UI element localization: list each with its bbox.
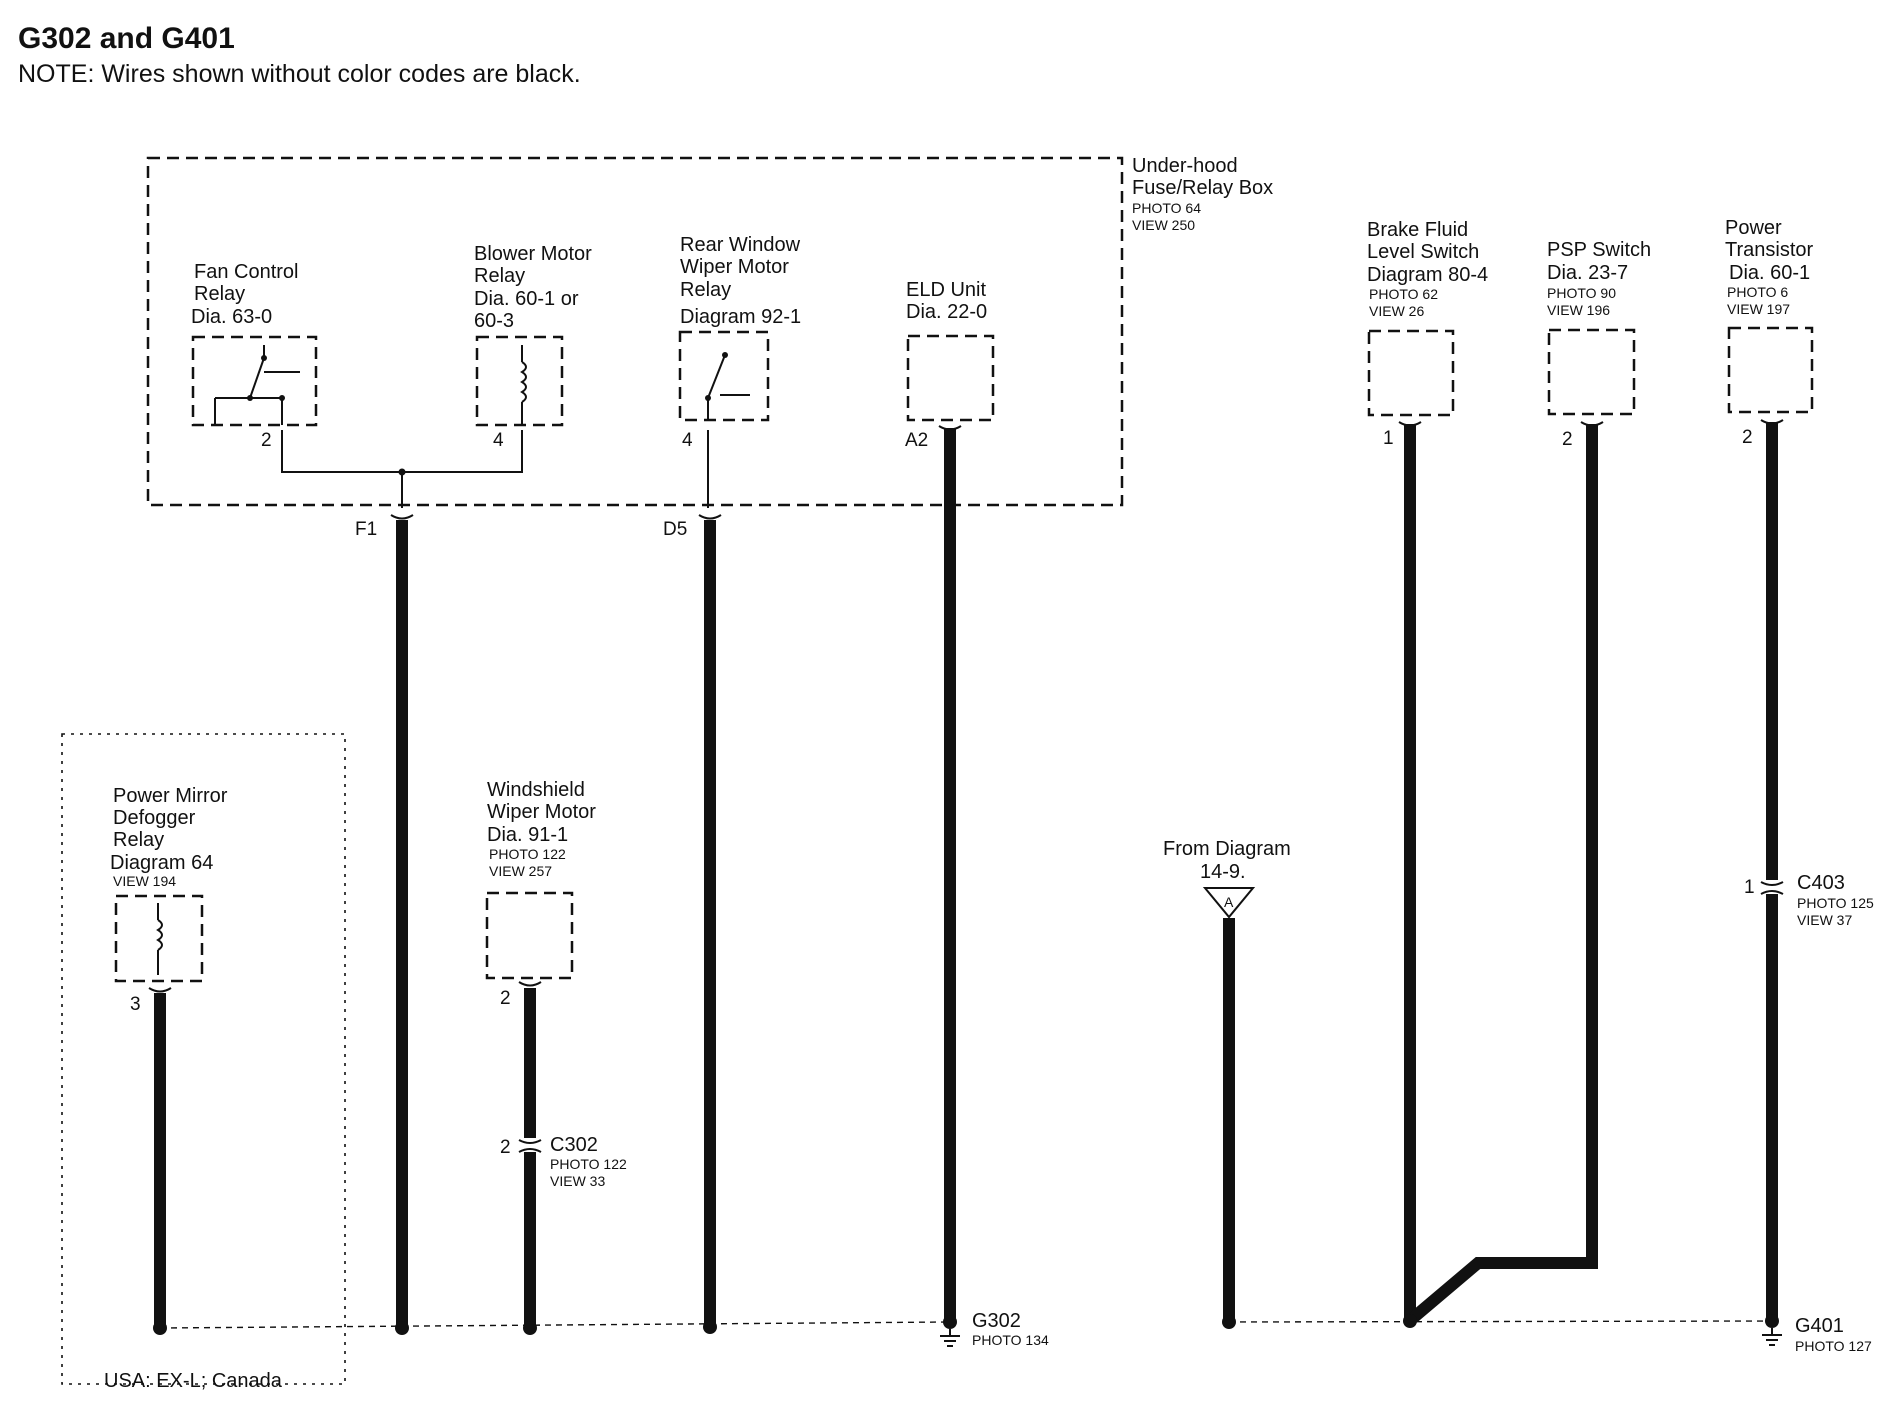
svg-text:Diagram 80-4: Diagram 80-4: [1367, 264, 1488, 286]
svg-text:VIEW 197: VIEW 197: [1727, 301, 1790, 317]
svg-text:2: 2: [500, 988, 511, 1009]
power-transistor: Power Transistor Dia. 60-1 PHOTO 6 VIEW …: [1725, 217, 1814, 448]
relay-switch-icon: [214, 345, 300, 425]
svg-text:PHOTO 122: PHOTO 122: [489, 846, 566, 862]
svg-text:60-3: 60-3: [474, 310, 514, 332]
svg-text:Dia. 60-1 or: Dia. 60-1 or: [474, 288, 579, 310]
svg-text:VIEW 257: VIEW 257: [489, 863, 552, 879]
svg-text:A: A: [1224, 894, 1234, 910]
svg-text:PHOTO 90: PHOTO 90: [1547, 285, 1616, 301]
splice-node: [398, 468, 406, 476]
page-title: G302 and G401: [18, 22, 235, 55]
svg-text:Fan Control: Fan Control: [194, 261, 299, 283]
fuse-box-outline: [146, 156, 1124, 507]
svg-text:Relay: Relay: [194, 283, 245, 305]
fuse-box-view: VIEW 250: [1132, 217, 1195, 233]
svg-text:Dia. 91-1: Dia. 91-1: [487, 824, 568, 846]
svg-text:PHOTO 122: PHOTO 122: [550, 1156, 627, 1172]
psp-switch: PSP Switch Dia. 23-7 PHOTO 90 VIEW 196 2: [1547, 239, 1651, 450]
blower-motor-relay: Blower Motor Relay Dia. 60-1 or 60-3 4: [474, 243, 592, 451]
ground-bus-g401: [1228, 1320, 1773, 1323]
svg-text:4: 4: [493, 430, 504, 451]
svg-text:3: 3: [130, 994, 141, 1015]
svg-text:PHOTO 6: PHOTO 6: [1727, 284, 1788, 300]
fuse-box-name-1: Under-hood: [1132, 155, 1238, 177]
ground-g302-photo: PHOTO 134: [972, 1332, 1049, 1348]
ground-g401-name: G401: [1795, 1315, 1844, 1337]
svg-text:2: 2: [1562, 429, 1573, 450]
ground-icon: [1762, 1328, 1782, 1346]
internal-wire-f1: [281, 430, 523, 473]
svg-text:1: 1: [1383, 428, 1394, 449]
connector-symbols: [148, 419, 1784, 993]
svg-text:VIEW 196: VIEW 196: [1547, 302, 1610, 318]
svg-text:Relay: Relay: [474, 265, 525, 287]
fuse-box-photo: PHOTO 64: [1132, 200, 1201, 216]
svg-text:Blower Motor: Blower Motor: [474, 243, 592, 265]
svg-text:C302: C302: [550, 1134, 598, 1156]
svg-text:Diagram 64: Diagram 64: [110, 852, 213, 874]
svg-text:Wiper Motor: Wiper Motor: [487, 801, 596, 823]
coil-icon: [156, 903, 163, 975]
ground-bus-g302: [159, 1321, 951, 1329]
triangle-marker-icon: [1202, 887, 1256, 919]
svg-text:ELD Unit: ELD Unit: [906, 279, 986, 301]
svg-text:Brake Fluid: Brake Fluid: [1367, 219, 1468, 241]
svg-text:Relay: Relay: [113, 829, 164, 851]
svg-text:Level Switch: Level Switch: [1367, 241, 1479, 263]
svg-text:A2: A2: [905, 430, 928, 451]
connector-c403: 1 C403 PHOTO 125 VIEW 37: [1744, 872, 1874, 928]
svg-text:PHOTO 62: PHOTO 62: [1369, 286, 1438, 302]
svg-text:Dia. 63-0: Dia. 63-0: [191, 306, 272, 328]
svg-text:VIEW 26: VIEW 26: [1369, 303, 1424, 319]
svg-text:Dia. 23-7: Dia. 23-7: [1547, 262, 1628, 284]
svg-text:2: 2: [1742, 427, 1753, 448]
fan-control-relay: Fan Control Relay Dia. 63-0 2: [191, 261, 318, 451]
svg-text:2: 2: [261, 430, 272, 451]
fuse-box-name-2: Fuse/Relay Box: [1132, 177, 1273, 199]
ground-g401-photo: PHOTO 127: [1795, 1338, 1872, 1354]
wire-psp-to-g401: [1409, 424, 1598, 1323]
rear-wiper-relay: Rear Window Wiper Motor Relay Diagram 92…: [678, 234, 801, 451]
svg-text:Rear Window: Rear Window: [680, 234, 801, 256]
option-note: USA: EX-L; Canada: [104, 1370, 283, 1392]
ground-icon: [940, 1329, 960, 1347]
coil-icon: [520, 345, 527, 425]
svg-text:PHOTO 125: PHOTO 125: [1797, 895, 1874, 911]
relay-switch-icon: [705, 352, 750, 420]
brake-fluid-level-switch: Brake Fluid Level Switch Diagram 80-4 PH…: [1367, 219, 1488, 449]
svg-text:1: 1: [1744, 877, 1755, 898]
connector-c302: 2 C302 PHOTO 122 VIEW 33: [500, 1134, 627, 1189]
svg-text:Dia. 60-1: Dia. 60-1: [1729, 262, 1810, 284]
svg-text:Power: Power: [1725, 217, 1782, 239]
svg-text:4: 4: [682, 430, 693, 451]
option-box-outline: [61, 733, 346, 1385]
svg-text:VIEW 37: VIEW 37: [1797, 912, 1852, 928]
svg-text:C403: C403: [1797, 872, 1845, 894]
windshield-wiper-motor: Windshield Wiper Motor Dia. 91-1 PHOTO 1…: [485, 779, 596, 1009]
svg-text:Defogger: Defogger: [113, 807, 196, 829]
page-note: NOTE: Wires shown without color codes ar…: [18, 60, 581, 88]
eld-unit: ELD Unit Dia. 22-0 A2: [905, 279, 995, 451]
svg-text:Diagram 92-1: Diagram 92-1: [680, 306, 801, 328]
from-diagram-reference: From Diagram 14-9. A: [1163, 838, 1291, 919]
svg-text:Relay: Relay: [680, 279, 731, 301]
svg-text:14-9.: 14-9.: [1200, 861, 1246, 883]
terminal-f1: F1: [355, 519, 377, 540]
svg-text:2: 2: [500, 1137, 511, 1158]
svg-text:Dia. 22-0: Dia. 22-0: [906, 301, 987, 323]
ground-g302-name: G302: [972, 1310, 1021, 1332]
svg-text:VIEW 194: VIEW 194: [113, 873, 176, 889]
terminal-d5: D5: [663, 519, 687, 540]
svg-text:Transistor: Transistor: [1725, 239, 1814, 261]
svg-text:From Diagram: From Diagram: [1163, 838, 1291, 860]
ground-bus-nodes: [153, 1314, 1779, 1335]
power-mirror-defogger-relay: Power Mirror Defogger Relay Diagram 64 V…: [110, 785, 228, 1015]
svg-text:Power Mirror: Power Mirror: [113, 785, 228, 807]
svg-text:Wiper Motor: Wiper Motor: [680, 256, 789, 278]
svg-text:VIEW 33: VIEW 33: [550, 1173, 605, 1189]
svg-text:PSP Switch: PSP Switch: [1547, 239, 1651, 261]
svg-text:Windshield: Windshield: [487, 779, 585, 801]
